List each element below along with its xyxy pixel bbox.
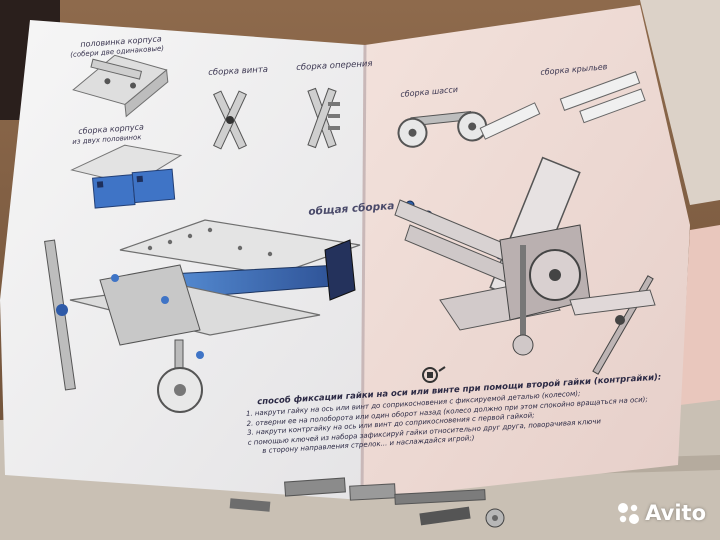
general-assembly-diagram: [394, 156, 656, 375]
watermark-text: Avito: [645, 501, 706, 525]
avito-logo-icon: [618, 503, 640, 524]
chassis-diagram: [397, 111, 488, 148]
wings-diagram: [479, 71, 646, 140]
airplane-diagram: [44, 219, 361, 413]
metal-parts: [229, 477, 505, 528]
wrench-hint-icon: [422, 366, 446, 383]
page-fold: [360, 44, 367, 501]
half-body-diagram: [72, 54, 169, 118]
top-right-paper: [640, 0, 720, 205]
body-join-diagram: [70, 144, 183, 209]
propeller-diagram: [213, 90, 247, 150]
right-sheet: [680, 225, 720, 405]
tail-diagram: [307, 87, 340, 149]
avito-watermark: Avito: [615, 500, 706, 526]
